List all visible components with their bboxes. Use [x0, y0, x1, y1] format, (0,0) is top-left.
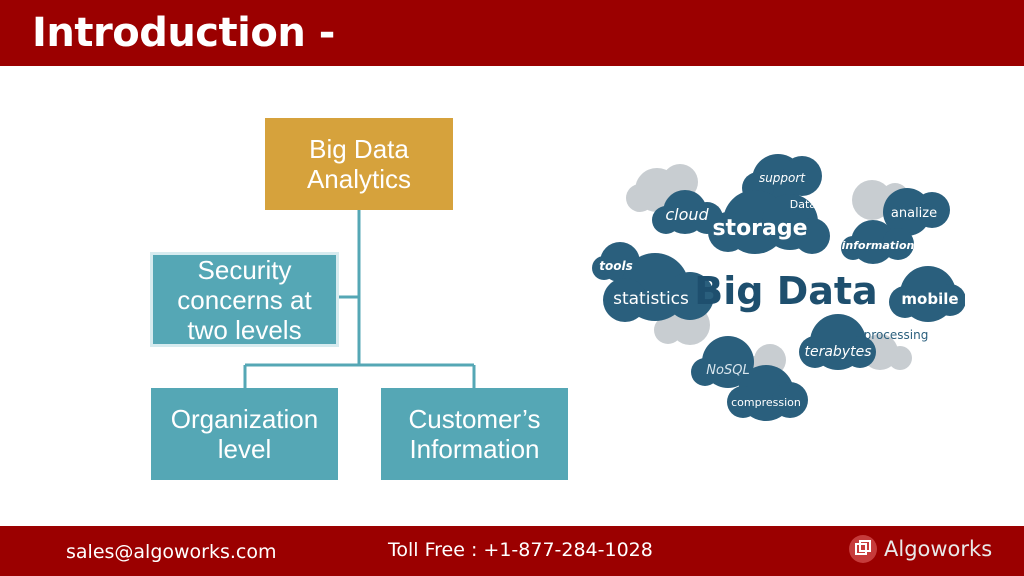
footer-email[interactable]: sales@algoworks.com: [66, 541, 277, 563]
node-big-data-analytics: Big Data Analytics: [265, 118, 453, 210]
cloud-labels: support Database cloud storage analize i…: [599, 171, 958, 409]
big-data-headline: Big Data: [694, 269, 877, 313]
word-cloud: cloud: [665, 205, 709, 224]
word-analize: analize: [891, 206, 937, 221]
node-customer-information: Customer’s Information: [381, 388, 568, 480]
word-storage: storage: [712, 216, 807, 241]
word-mobile: mobile: [901, 290, 958, 308]
footer-phone: Toll Free : +1-877-284-1028: [388, 539, 653, 561]
word-support: support: [759, 171, 806, 185]
node-security-concerns: Security concerns at two levels: [150, 252, 339, 347]
word-database: Database: [790, 198, 843, 211]
footer-logo: Algoworks: [848, 534, 992, 564]
node-organization-level: Organization level: [151, 388, 338, 480]
page-title: Introduction -: [32, 10, 335, 56]
word-information: information: [842, 239, 915, 252]
word-nosql: NoSQL: [706, 363, 749, 378]
algoworks-logo-icon: [849, 535, 877, 563]
logo-text: Algoworks: [884, 537, 993, 561]
word-tools: tools: [599, 259, 632, 273]
word-statistics: statistics: [613, 289, 689, 309]
word-terabytes: terabytes: [804, 344, 871, 360]
word-compression: compression: [731, 396, 801, 409]
header-bar: Introduction -: [0, 0, 1024, 66]
big-data-cloud-graphic: support Database cloud storage analize i…: [592, 154, 965, 421]
word-processing: processing: [864, 328, 929, 342]
dark-clouds: [592, 154, 965, 421]
